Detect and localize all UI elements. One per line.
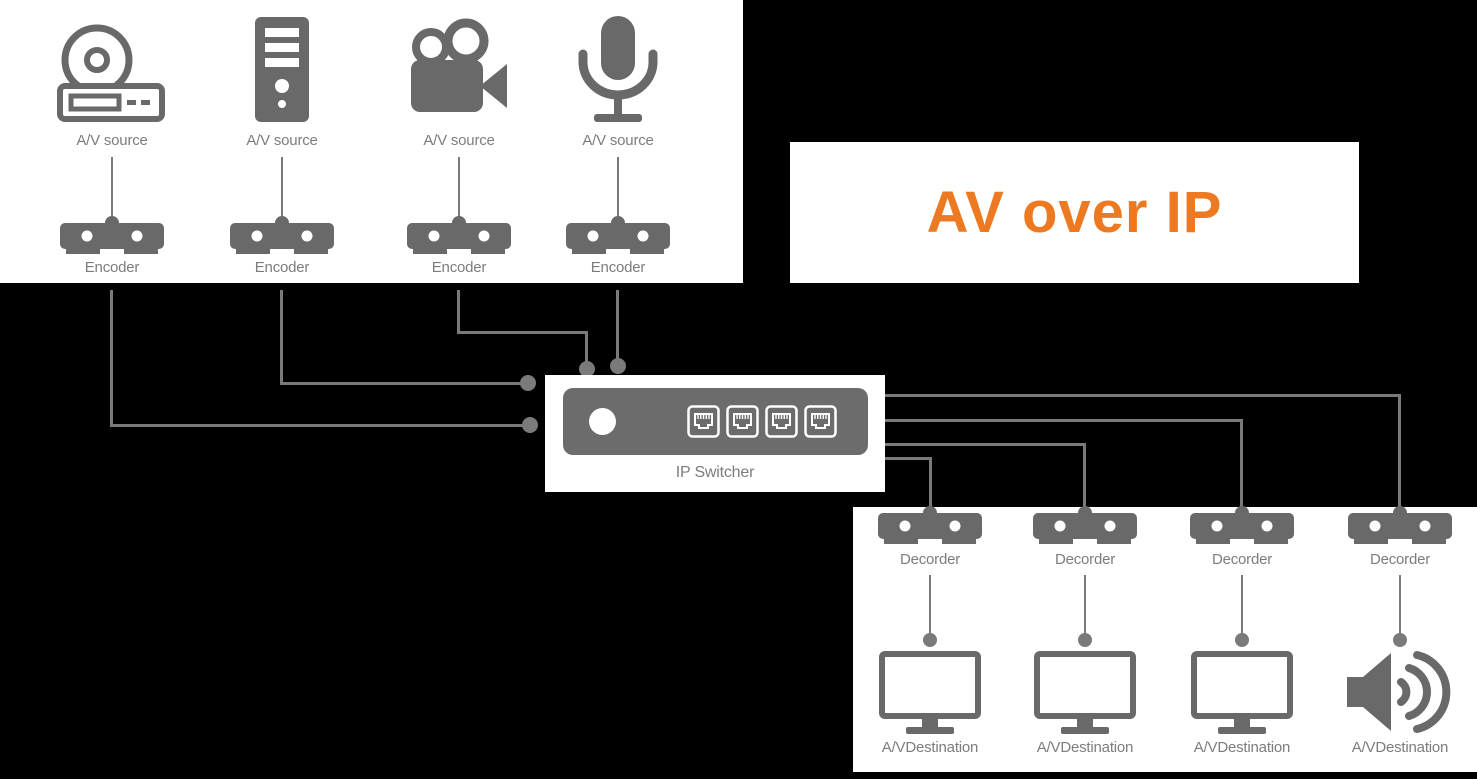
decoder-icon — [1033, 506, 1137, 544]
rj45-port-icon — [687, 405, 720, 438]
destination-label: A/VDestination — [1351, 739, 1449, 756]
link-endpoint-dot — [1235, 633, 1249, 647]
source-encoder-link — [111, 157, 113, 217]
encoder-label: Encoder — [254, 259, 310, 276]
ip-switcher-device — [563, 388, 868, 455]
decoder-destination-link — [929, 575, 931, 638]
encoder1-switcher-link — [110, 290, 113, 427]
destination-label: A/VDestination — [881, 739, 979, 756]
link-endpoint-dot — [522, 417, 538, 433]
monitor-icon — [879, 651, 981, 734]
video-camera-icon — [411, 18, 507, 112]
page-title: AV over IP — [926, 180, 1223, 245]
link-endpoint-dot — [579, 361, 595, 377]
source-label: A/V source — [582, 132, 654, 149]
switcher-decoder4-link — [1398, 394, 1401, 515]
pc-tower-icon — [255, 17, 309, 122]
switcher-decoder3-link — [885, 419, 1243, 422]
link-endpoint-dot — [520, 375, 536, 391]
speaker-icon — [1347, 651, 1451, 733]
switcher-decoder2-link — [1083, 443, 1086, 515]
link-endpoint-dot — [923, 633, 937, 647]
source-encoder-link — [617, 157, 619, 217]
decoder-label: Decorder — [1369, 551, 1431, 568]
title-panel — [790, 142, 1359, 283]
decoder-destination-link — [1241, 575, 1243, 638]
monitor-icon — [1034, 651, 1136, 734]
encoder2-switcher-link — [280, 290, 283, 385]
decoder-label: Decorder — [899, 551, 961, 568]
rj45-port-icon — [726, 405, 759, 438]
decoder-icon — [1190, 506, 1294, 544]
encoder4-switcher-link — [616, 290, 619, 362]
switcher-decoder4-link — [885, 394, 1401, 397]
encoder3-switcher-link — [585, 331, 588, 369]
source-label: A/V source — [76, 132, 148, 149]
decoder-icon — [878, 506, 982, 544]
power-button-icon — [589, 408, 616, 435]
link-endpoint-dot — [610, 358, 626, 374]
encoder1-switcher-link — [110, 424, 525, 427]
switcher-label: IP Switcher — [675, 464, 755, 481]
monitor-icon — [1191, 651, 1293, 734]
link-endpoint-dot — [1078, 633, 1092, 647]
decoder-label: Decorder — [1054, 551, 1116, 568]
cd-player-icon — [57, 24, 165, 122]
encoder2-switcher-link — [280, 382, 523, 385]
decoder-label: Decorder — [1211, 551, 1273, 568]
encoder3-switcher-link — [457, 331, 588, 334]
encoder-icon — [566, 216, 670, 254]
rj45-port-icon — [765, 405, 798, 438]
destination-label: A/VDestination — [1193, 739, 1291, 756]
encoder3-switcher-link — [457, 290, 460, 334]
encoder-icon — [230, 216, 334, 254]
decoder-icon — [1348, 506, 1452, 544]
source-label: A/V source — [423, 132, 495, 149]
encoder-label: Encoder — [590, 259, 646, 276]
source-encoder-link — [458, 157, 460, 217]
microphone-icon — [578, 16, 658, 122]
decoder-destination-link — [1084, 575, 1086, 638]
encoder-icon — [407, 216, 511, 254]
link-endpoint-dot — [1393, 633, 1407, 647]
source-label: A/V source — [246, 132, 318, 149]
source-encoder-link — [281, 157, 283, 217]
encoder-label: Encoder — [431, 259, 487, 276]
decoder-destination-link — [1399, 575, 1401, 638]
switcher-decoder2-link — [885, 443, 1086, 446]
rj45-port-icon — [804, 405, 837, 438]
switcher-decoder1-link — [885, 457, 932, 460]
encoder-label: Encoder — [84, 259, 140, 276]
destination-label: A/VDestination — [1036, 739, 1134, 756]
encoder-icon — [60, 216, 164, 254]
switcher-decoder3-link — [1240, 419, 1243, 515]
destinations-panel — [853, 507, 1477, 772]
switcher-decoder1-link — [929, 457, 932, 515]
